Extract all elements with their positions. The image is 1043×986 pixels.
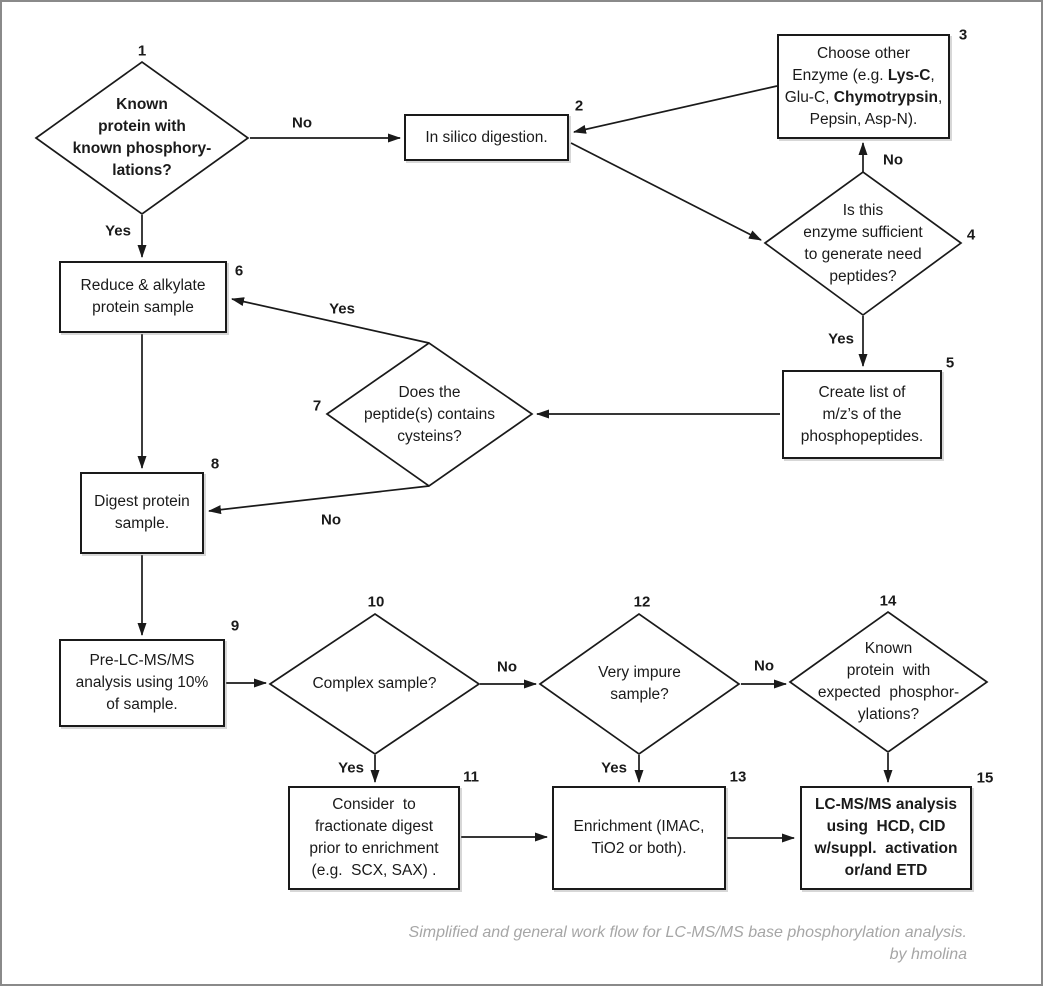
edge-label-no-4-3: No bbox=[881, 151, 905, 169]
node-6-number: 6 bbox=[234, 262, 244, 280]
caption-line-2: by hmolina bbox=[889, 946, 967, 963]
node-12-diamond bbox=[538, 612, 741, 756]
node-1-number: 1 bbox=[137, 42, 147, 60]
node-2-text: In silico digestion. bbox=[425, 128, 548, 146]
figure-caption: Simplified and general work flow for LC-… bbox=[409, 922, 967, 966]
node-12-number: 12 bbox=[633, 593, 651, 611]
edge-label-no-12-14: No bbox=[752, 657, 776, 675]
node-2-box: In silico digestion. bbox=[404, 114, 569, 161]
edge-label-yes-7-6: Yes bbox=[327, 300, 357, 318]
edge-label-no-10-12: No bbox=[495, 658, 519, 676]
node-10-number: 10 bbox=[367, 593, 385, 611]
edge-d7-yes-to-b6 bbox=[231, 297, 430, 344]
edge-d7-no-to-b8 bbox=[208, 485, 430, 515]
edge-b2-to-d4 bbox=[570, 142, 762, 241]
node-10-diamond bbox=[268, 612, 481, 756]
node-9-number: 9 bbox=[230, 617, 240, 635]
edge-label-no-7-8: No bbox=[319, 511, 343, 529]
node-4-diamond bbox=[763, 170, 963, 317]
node-4-number: 4 bbox=[966, 226, 976, 244]
edge-label-no-1-2: No bbox=[290, 114, 314, 132]
node-13-number: 13 bbox=[729, 768, 747, 786]
node-15-number: 15 bbox=[976, 769, 994, 787]
caption-line-1: Simplified and general work flow for LC-… bbox=[408, 924, 967, 941]
node-8-number: 8 bbox=[210, 455, 220, 473]
node-10-text: Complex sample? bbox=[312, 675, 437, 692]
edge-label-yes-4-5: Yes bbox=[826, 330, 856, 348]
edge-b3-to-b2 bbox=[573, 85, 778, 134]
edge-label-yes-12-13: Yes bbox=[599, 759, 629, 777]
node-14-diamond bbox=[788, 610, 989, 754]
node-13-box: Enrichment (IMAC,TiO2 or both). bbox=[552, 786, 726, 890]
node-7-number: 7 bbox=[312, 397, 322, 415]
node-11-number: 11 bbox=[463, 768, 479, 786]
node-7-diamond bbox=[325, 341, 534, 488]
edge-label-yes-10-11: Yes bbox=[336, 759, 366, 777]
node-14-number: 14 bbox=[879, 592, 897, 610]
node-3-number: 3 bbox=[958, 26, 968, 44]
node-5-number: 5 bbox=[945, 354, 955, 372]
node-13-text: Enrichment (IMAC,TiO2 or both). bbox=[573, 818, 705, 857]
edge-label-yes-1-6: Yes bbox=[103, 222, 133, 240]
node-2-number: 2 bbox=[574, 97, 584, 115]
node-1-diamond bbox=[34, 60, 250, 216]
